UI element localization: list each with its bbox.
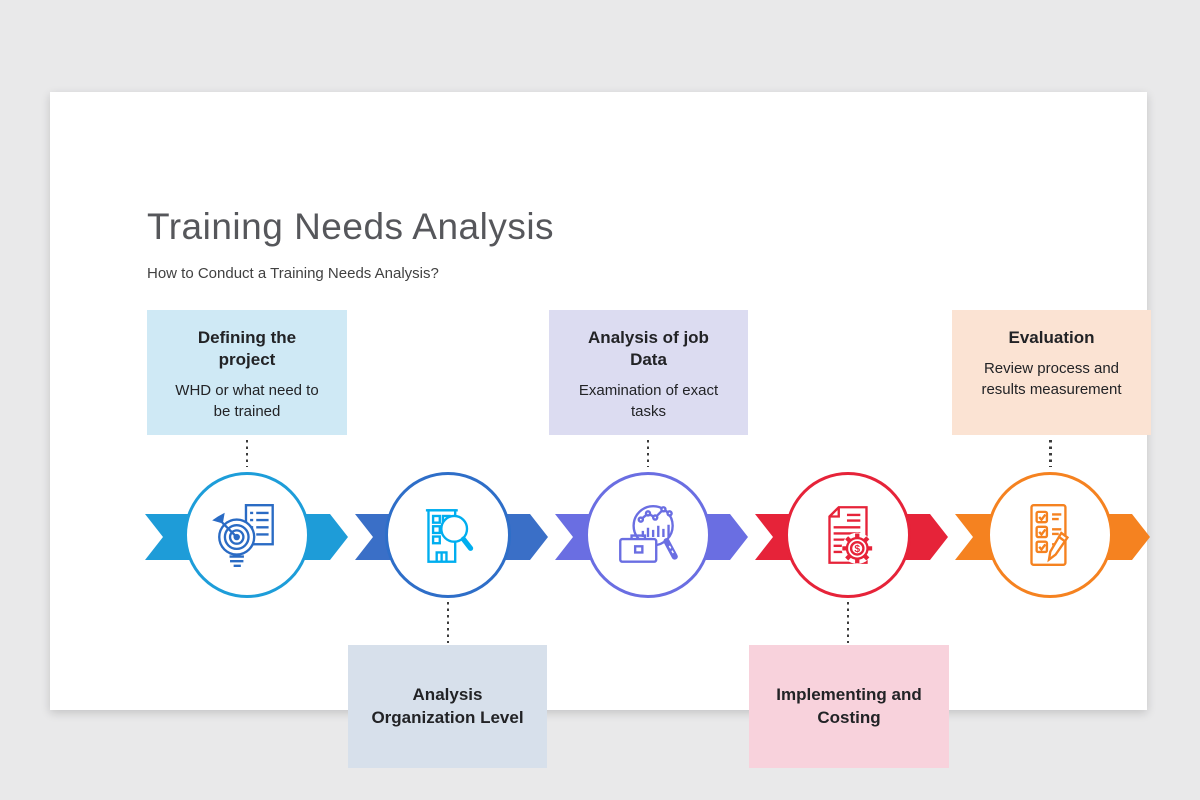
step-box-title: Analysis Organization Level (371, 685, 524, 727)
dotted-connector (446, 602, 449, 643)
step-box-defining-the-project: Defining the project WHD or what need to… (147, 310, 347, 435)
page-subtitle: How to Conduct a Training Needs Analysis… (147, 265, 439, 282)
dotted-connector (846, 602, 849, 643)
dotted-connector (646, 440, 649, 467)
step-box-analysis-of-job-data: Analysis of job Data Examination of exac… (549, 310, 748, 435)
step-box-description: Examination of exact tasks (578, 382, 719, 421)
step-box-analysis-organization-level: Analysis Organization Level (348, 645, 547, 768)
step-box-title: Defining the project (197, 328, 297, 370)
step-box-implementing-and-costing: Implementing and Costing (749, 645, 949, 768)
checklist-pencil-icon (1030, 504, 1070, 566)
slide-card: Training Needs Analysis How to Conduct a… (50, 92, 1151, 768)
document-gear-dollar-icon: $ (828, 506, 873, 564)
step-circle-1 (184, 472, 310, 598)
step-box-title: Implementing and Costing (776, 685, 922, 727)
dotted-connector (245, 440, 248, 467)
step-circle-4: $ (785, 472, 911, 598)
step-circle-3 (585, 472, 711, 598)
svg-text:$: $ (854, 544, 860, 555)
step-box-title: Evaluation (1008, 328, 1095, 347)
step-box-description: Review process and results measurement (981, 360, 1122, 399)
page-title: Training Needs Analysis (147, 206, 555, 247)
step-box-description: WHD or what need to be trained (175, 382, 319, 421)
step-box-evaluation: Evaluation Review process and results me… (952, 310, 1151, 435)
briefcase-chart-magnifier-icon (619, 505, 678, 563)
bulb-target-document-icon (212, 504, 274, 568)
step-circle-5 (987, 472, 1113, 598)
building-magnifier-icon (425, 509, 474, 563)
dotted-connector (1049, 440, 1052, 467)
step-box-title: Analysis of job Data (588, 328, 709, 370)
step-circle-2 (385, 472, 511, 598)
